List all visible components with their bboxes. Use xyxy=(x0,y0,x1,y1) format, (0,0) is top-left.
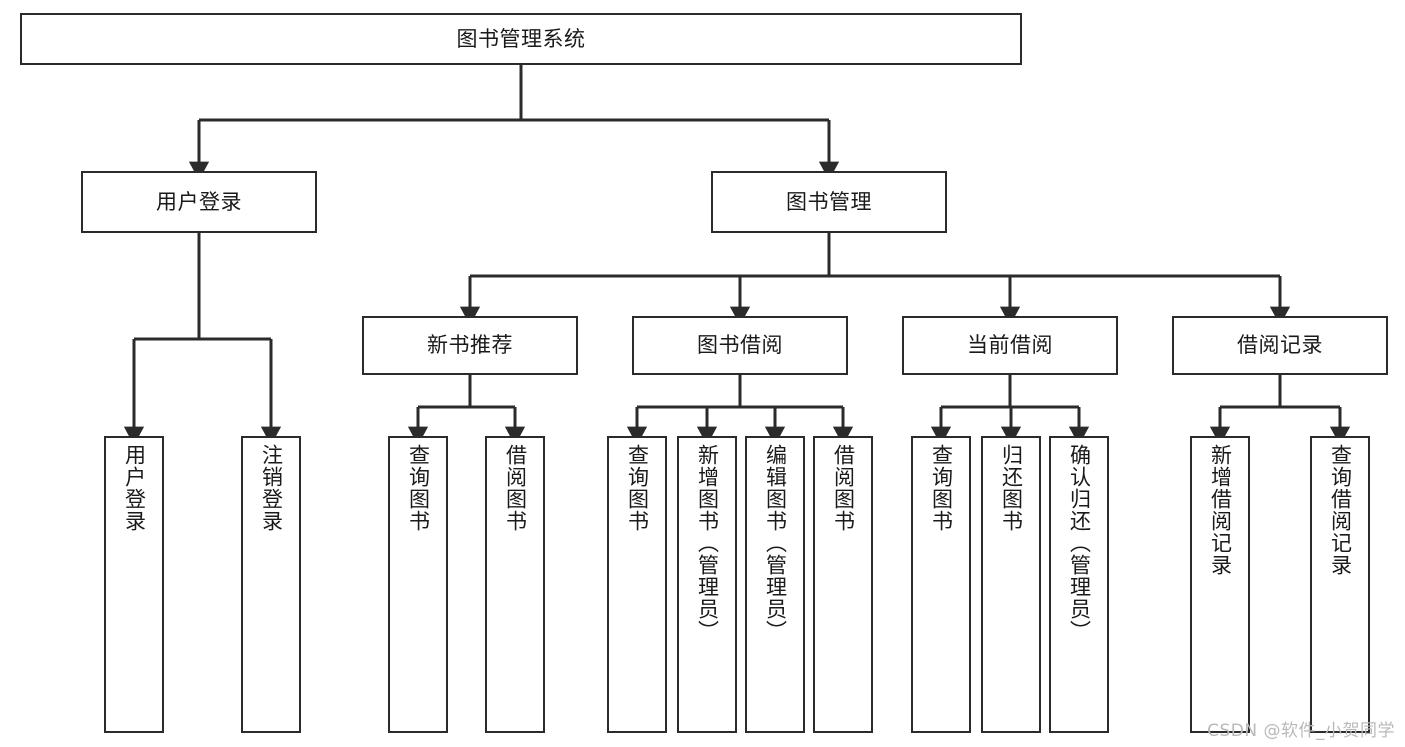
node-label: 查询图书 xyxy=(406,444,431,532)
node-leaf-query-book-borrow[interactable]: 查询图书 xyxy=(607,436,667,733)
node-label: 确认归还（管理员） xyxy=(1067,444,1092,642)
node-label: 借阅图书 xyxy=(503,444,528,532)
node-leaf-confirm-return[interactable]: 确认归还（管理员） xyxy=(1049,436,1109,733)
node-label: 用户登录 xyxy=(156,189,242,214)
node-leaf-add-book[interactable]: 新增图书（管理员） xyxy=(677,436,737,733)
node-book-borrow[interactable]: 图书借阅 xyxy=(632,316,848,375)
node-label: 编辑图书（管理员） xyxy=(763,444,788,642)
node-new-book-recommend[interactable]: 新书推荐 xyxy=(362,316,578,375)
node-label: 注销登录 xyxy=(259,444,284,532)
node-leaf-user-login[interactable]: 用户登录 xyxy=(104,436,164,733)
node-label: 借阅记录 xyxy=(1237,333,1323,358)
node-leaf-borrow-book[interactable]: 借阅图书 xyxy=(813,436,873,733)
node-label: 新增图书（管理员） xyxy=(695,444,720,642)
node-current-borrow[interactable]: 当前借阅 xyxy=(902,316,1118,375)
node-label: 图书管理系统 xyxy=(456,26,586,51)
node-label: 查询图书 xyxy=(625,444,650,532)
node-leaf-query-record[interactable]: 查询借阅记录 xyxy=(1310,436,1370,733)
csdn-watermark: CSDN @软件_小贺同学 xyxy=(1207,721,1395,741)
node-label: 用户登录 xyxy=(122,444,147,532)
node-label: 查询图书 xyxy=(929,444,954,532)
node-label: 图书管理 xyxy=(786,189,872,214)
node-root-root[interactable]: 图书管理系统 xyxy=(20,13,1022,65)
node-label: 归还图书 xyxy=(999,444,1024,532)
node-leaf-query-book-rec[interactable]: 查询图书 xyxy=(388,436,448,733)
node-leaf-user-logout[interactable]: 注销登录 xyxy=(241,436,301,733)
node-label: 当前借阅 xyxy=(967,333,1053,358)
node-user-login[interactable]: 用户登录 xyxy=(81,171,317,233)
node-leaf-edit-book[interactable]: 编辑图书（管理员） xyxy=(745,436,805,733)
node-label: 查询借阅记录 xyxy=(1328,444,1353,576)
node-borrow-record[interactable]: 借阅记录 xyxy=(1172,316,1388,375)
node-label: 新书推荐 xyxy=(427,333,513,358)
node-leaf-return-book[interactable]: 归还图书 xyxy=(981,436,1041,733)
node-label: 新增借阅记录 xyxy=(1208,444,1233,576)
node-leaf-add-record[interactable]: 新增借阅记录 xyxy=(1190,436,1250,733)
node-book-manage[interactable]: 图书管理 xyxy=(711,171,947,233)
node-label: 借阅图书 xyxy=(831,444,856,532)
node-leaf-query-book-current[interactable]: 查询图书 xyxy=(911,436,971,733)
node-label: 图书借阅 xyxy=(697,333,783,358)
node-leaf-borrow-book-rec[interactable]: 借阅图书 xyxy=(485,436,545,733)
